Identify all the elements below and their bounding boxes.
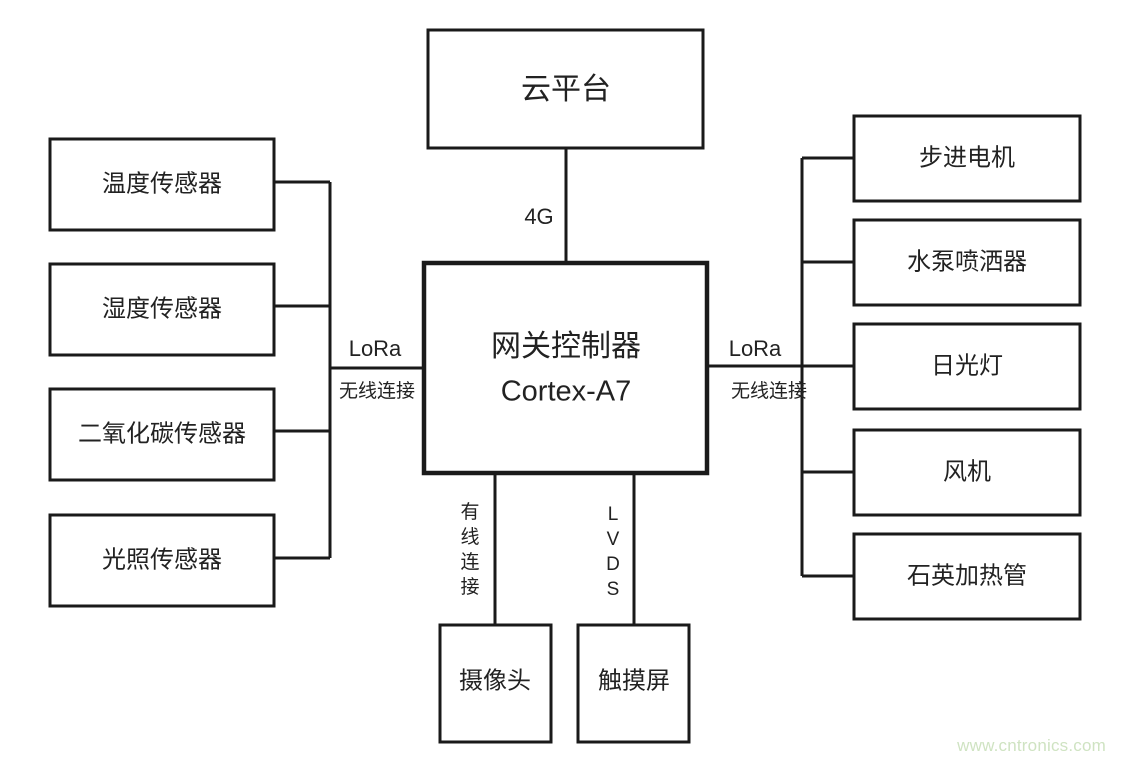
node-actuator-fluorescent-lamp-rect [852,322,1082,411]
node-touchscreen-label: 触摸屏 [598,667,670,694]
node-cloud-platform-label: 云平台 [521,73,611,106]
node-cloud-platform-rect [426,28,705,150]
edge-label-right-wireless: 无线连接 [731,380,807,402]
node-actuator-quartz-heater-rect [852,532,1082,621]
edge-label-lvds-char-1: L [608,504,619,525]
node-sensor-temperature-label: 温度传感器 [102,170,222,197]
node-actuator-water-pump-rect [852,218,1082,307]
node-touchscreen-rect [576,623,691,744]
node-gateway-controller-rect [421,260,710,476]
node-sensor-light-label: 光照传感器 [102,546,222,573]
edge-label-left-lora: LoRa [349,336,402,361]
node-actuator-water-pump[interactable]: 水泵喷洒器 [852,218,1082,307]
edge-label-4g: 4G [524,204,553,229]
node-actuator-fluorescent-lamp[interactable]: 日光灯 [852,322,1082,411]
node-actuator-fan-rect [852,428,1082,517]
node-sensor-humidity-rect [48,262,276,357]
node-actuator-fan[interactable]: 风机 [852,428,1082,517]
node-actuator-fluorescent-lamp-label: 日光灯 [931,352,1003,379]
edge-label-lvds-char-4: S [607,579,620,600]
node-actuator-stepper-motor-label: 步进电机 [919,144,1015,171]
edge-label-wired-char-2: 线 [460,526,479,548]
node-sensor-temperature[interactable]: 温度传感器 [48,137,276,232]
node-gateway-controller-label-line2: Cortex-A7 [501,376,632,408]
node-actuator-water-pump-label: 水泵喷洒器 [907,248,1027,275]
edge-label-left-wireless: 无线连接 [339,380,415,402]
node-actuator-quartz-heater-label: 石英加热管 [907,562,1027,589]
edge-label-right-lora: LoRa [729,336,782,361]
node-gateway-controller[interactable]: 网关控制器 Cortex-A7 [421,260,710,476]
node-touchscreen[interactable]: 触摸屏 [576,623,691,744]
edge-label-lvds-char-2: V [607,529,620,550]
node-actuator-stepper-motor-rect [852,114,1082,203]
watermark: www.cntronics.com [957,736,1106,755]
edge-label-wired-char-1: 有 [460,501,479,523]
edge-label-lvds-char-3: D [606,554,620,575]
node-sensor-light[interactable]: 光照传感器 [48,513,276,608]
node-sensor-co2-rect [48,387,276,482]
node-sensor-co2-label: 二氧化碳传感器 [78,420,246,447]
node-sensor-temperature-rect [48,137,276,232]
node-cloud-platform[interactable]: 云平台 [426,28,705,150]
node-actuator-quartz-heater[interactable]: 石英加热管 [852,532,1082,621]
edge-label-wired-char-4: 接 [460,576,479,598]
node-sensor-light-rect [48,513,276,608]
node-camera[interactable]: 摄像头 [438,623,553,744]
node-sensor-co2[interactable]: 二氧化碳传感器 [48,387,276,482]
node-gateway-controller-label-line1: 网关控制器 [491,330,641,363]
node-sensor-humidity-label: 湿度传感器 [102,295,222,322]
node-actuator-fan-label: 风机 [943,458,991,485]
node-camera-rect [438,623,553,744]
edge-label-wired-char-3: 连 [460,551,479,573]
node-camera-label: 摄像头 [459,667,531,694]
node-sensor-humidity[interactable]: 湿度传感器 [48,262,276,357]
node-actuator-stepper-motor[interactable]: 步进电机 [852,114,1082,203]
